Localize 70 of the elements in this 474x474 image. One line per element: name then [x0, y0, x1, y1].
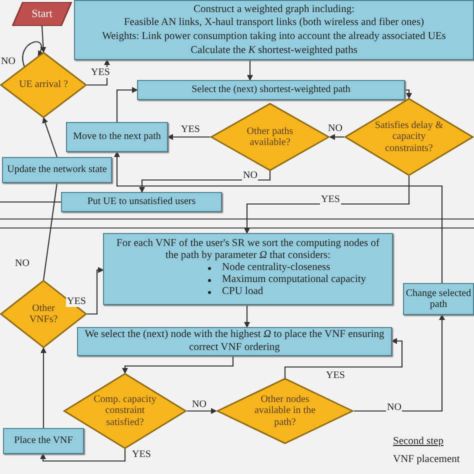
edge-label: NO [0, 56, 16, 67]
arrow [22, 41, 44, 67]
arrow [40, 26, 46, 53]
process-box [3, 428, 84, 454]
arrow [114, 151, 443, 283]
decision-diamond [0, 52, 87, 118]
arrow [405, 89, 412, 99]
edge-label: NO [191, 399, 208, 410]
process-box [77, 327, 392, 356]
arrow [329, 134, 344, 140]
arrow [244, 305, 250, 328]
process-box [137, 80, 405, 100]
step-text: We select the (next) node with the highest Ω to place the VNF ensuring correct VNF ordering [84, 329, 386, 354]
edge-label: NO [386, 402, 402, 413]
process-box [61, 192, 222, 212]
decision-text: Other VNFs? [28, 302, 59, 326]
process-box [103, 233, 393, 305]
arrow [122, 356, 234, 374]
step-text: Weights: Link power consumption taking into account the already associated UEs [102, 30, 446, 44]
step-text: Feasible AN links, X-haul transport links (both wireless and fiber ones) [124, 16, 424, 30]
arrow [167, 134, 210, 140]
arrow [187, 408, 217, 414]
arrow [87, 267, 104, 315]
step-text: Move to the next path [73, 131, 161, 143]
arrow [40, 449, 126, 462]
arrow [42, 117, 58, 158]
start-terminal [12, 2, 72, 26]
arrow [87, 59, 110, 86]
step-text: Calculate the K shortest-weighted paths [190, 44, 358, 58]
process-box [66, 122, 168, 152]
step-text: For each VNF of the user's SR we sort the computing nodes of the path by parameter Ω that considers: [116, 238, 380, 262]
step-text: Change selected path [404, 288, 472, 310]
decision-diamond [210, 103, 330, 171]
decision-diamond [344, 98, 474, 176]
edge-label: NO [242, 170, 258, 181]
bullet-item: Node centrality-closeness [196, 262, 366, 274]
step-text: Select the (next) shortest-weighted path [192, 84, 350, 96]
step-text: Construct a weighted graph including: [194, 2, 354, 16]
edge-label: YES [320, 194, 341, 205]
step-text: Place the VNF [14, 435, 73, 447]
decision-text: Satisfies delay & capacity constraints? [374, 120, 444, 154]
edge-label: YES [131, 449, 152, 460]
decision-text: Comp. capacity constraint satisfied? [92, 394, 158, 428]
edge-label: YES [90, 67, 111, 78]
arrow [40, 347, 46, 428]
bullet-item: Maximum computational capacity [196, 274, 366, 286]
process-box [74, 0, 474, 60]
arrow [284, 338, 403, 378]
decision-text: Other paths available? [246, 126, 294, 148]
edge-label: YES [180, 124, 201, 135]
process-box [2, 157, 112, 183]
edge-label: YES [66, 296, 87, 307]
arrow [247, 60, 253, 81]
edge-label: NO [327, 123, 344, 134]
edge-label: YES [325, 370, 346, 381]
arrow [116, 87, 138, 122]
edge-label: NO [14, 258, 30, 269]
bullet-item: CPU load [196, 286, 366, 298]
decision-text: UE arrival ? [19, 79, 68, 91]
step-text: Put UE to unsatisfied users [87, 196, 196, 208]
arrow [139, 171, 271, 193]
decision-diamond [216, 378, 354, 444]
arrow [244, 176, 410, 234]
start-label: Start [32, 8, 52, 20]
note-text: VNF placement [392, 454, 461, 466]
note-text: Second step [392, 436, 444, 448]
decision-text: Other nodes available in the path? [253, 394, 317, 428]
process-box [403, 283, 474, 315]
step-text: Update the network state [7, 164, 107, 176]
arrow [354, 314, 445, 412]
